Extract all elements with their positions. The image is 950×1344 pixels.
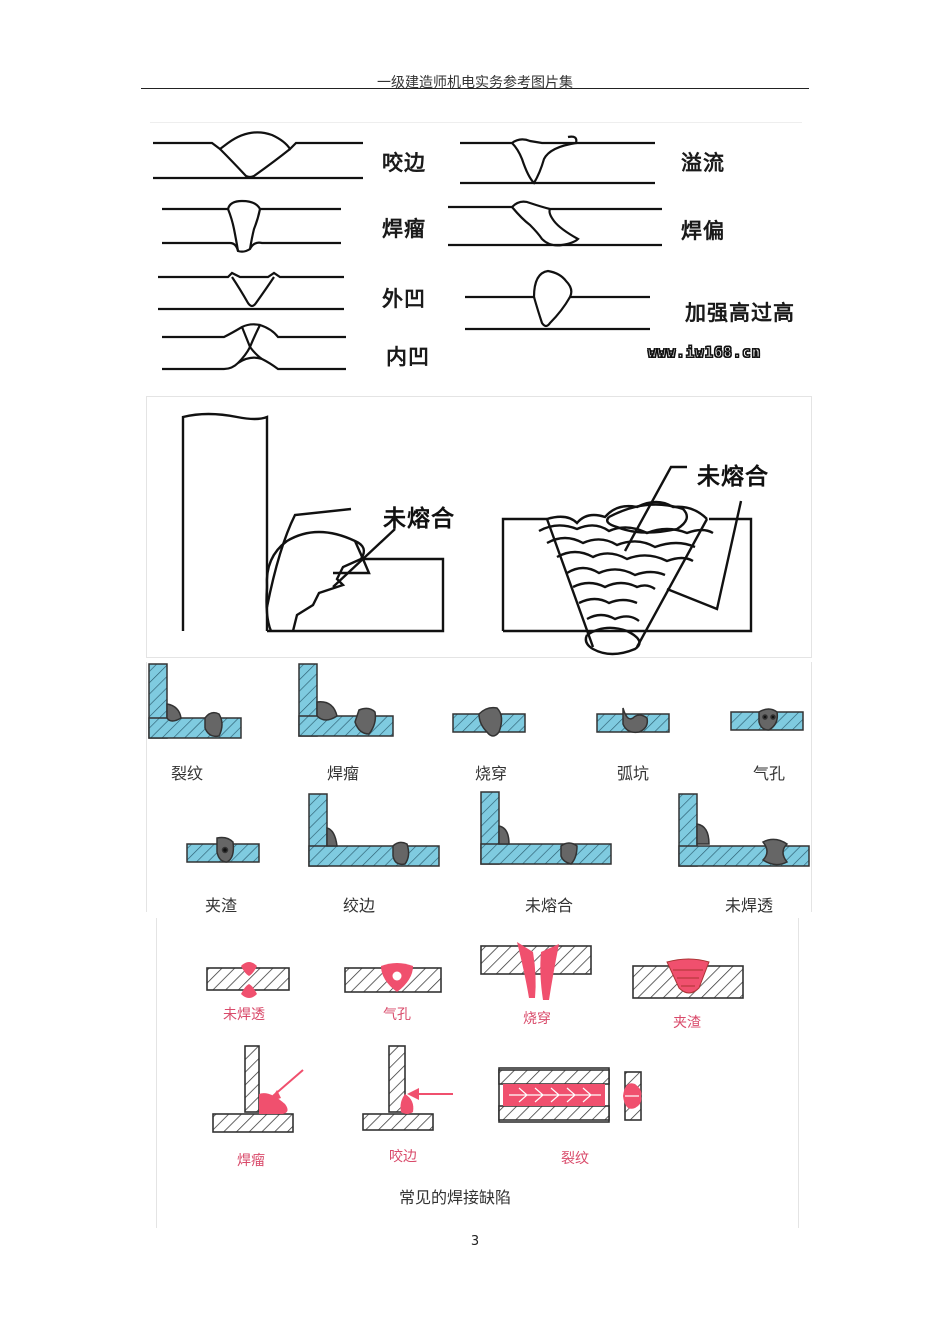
label-slag-inclusion: 夹渣 [205, 896, 238, 915]
label-lack-of-fusion: 未熔合 [525, 896, 574, 915]
label-red-slag-inclusion: 夹渣 [673, 1015, 701, 1031]
label-internal-concave: 内凹 [386, 345, 430, 369]
weld-profile-figure: 咬边 溢流 焊瘤 焊偏 外凹 加强高过高 内凹 www.iw168.cn [150, 122, 802, 381]
label-red-crack: 裂纹 [561, 1151, 589, 1167]
header-rule [141, 88, 809, 89]
label-lack-of-fusion-tjoint: 未熔合 [383, 506, 455, 532]
label-lack-of-fusion-groove: 未熔合 [697, 464, 769, 490]
label-undercut: 咬边 [382, 151, 426, 175]
red-defect-drawing [206, 942, 744, 1133]
label-red-undercut: 咬边 [389, 1149, 417, 1165]
label-red-weld-bead-overlap: 焊瘤 [237, 1153, 265, 1169]
label-weld-offset: 焊偏 [681, 219, 725, 243]
label-red-porosity: 气孔 [383, 1007, 411, 1023]
colored-defect-drawing [148, 663, 810, 867]
red-defect-figure: 未焊透 气孔 烧穿 夹渣 焊瘤 咬边 裂纹 常见的焊接缺陷 [156, 918, 799, 1228]
label-excess-reinforcement: 加强高过高 [685, 301, 795, 325]
page-number: 3 [470, 1234, 480, 1249]
page-header-title: 一级建造师机电实务参考图片集 [377, 75, 573, 91]
lack-of-fusion-figure: 未熔合 未熔合 [146, 396, 812, 658]
lack-of-fusion-drawing [181, 412, 753, 656]
label-red-burn-through: 烧穿 [523, 1011, 551, 1027]
label-external-concave: 外凹 [382, 287, 426, 311]
figure-caption: 常见的焊接缺陷 [399, 1188, 512, 1207]
label-red-incomplete-penetration: 未焊透 [223, 1007, 265, 1023]
colored-defect-figure: 裂纹 焊瘤 烧穿 弧坑 气孔 夹渣 绞边 未熔合 未焊透 [146, 662, 812, 915]
label-burn-through: 烧穿 [475, 764, 508, 783]
label-edge-twist: 绞边 [343, 896, 376, 915]
label-crater: 弧坑 [617, 764, 650, 783]
watermark-text: www.iw168.cn [647, 345, 762, 362]
label-crack: 裂纹 [171, 764, 204, 783]
label-incomplete-penetration: 未焊透 [725, 896, 774, 915]
label-overflow: 溢流 [681, 151, 725, 175]
label-porosity: 气孔 [753, 764, 786, 783]
weld-profile-drawing [153, 131, 662, 371]
label-weld-bead-overlap-2: 焊瘤 [327, 764, 360, 783]
label-weld-bead-overlap: 焊瘤 [382, 217, 426, 241]
